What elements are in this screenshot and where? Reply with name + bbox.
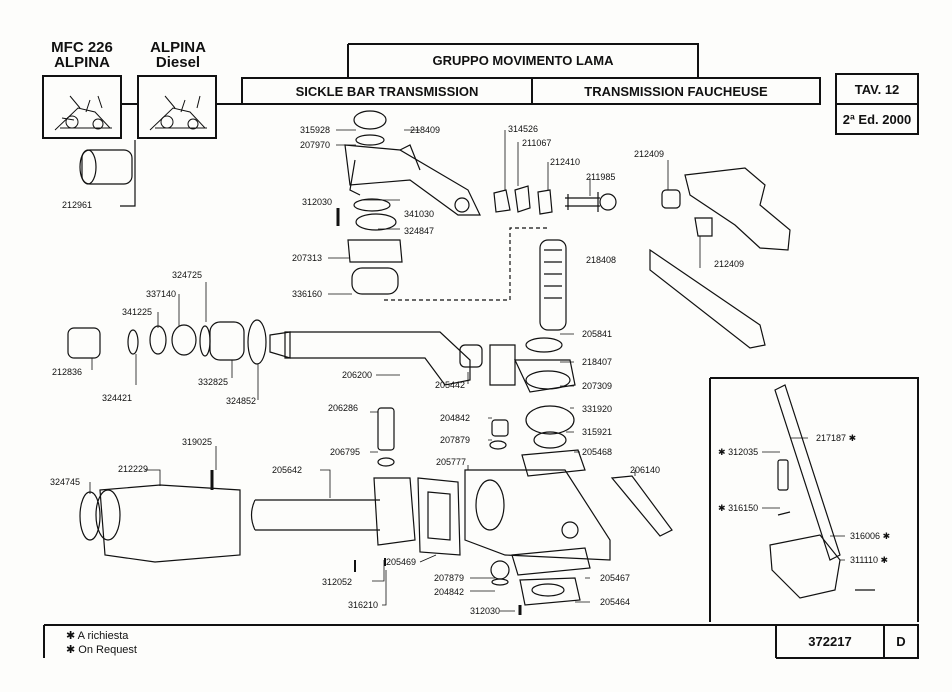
part-label: 324847: [404, 226, 435, 236]
request-mark-icon: ✱: [66, 644, 76, 656]
part-label: 218408: [586, 255, 617, 265]
part-label-request: 217187 ✱: [816, 433, 856, 443]
part-label: 205642: [272, 465, 303, 475]
part-label: 324852: [226, 396, 257, 406]
part-label: 207970: [300, 140, 331, 150]
part-label: 316210: [348, 600, 379, 610]
legend-text-en: On Request: [78, 644, 137, 656]
group-title-en: SICKLE BAR TRANSMISSION: [295, 84, 479, 99]
part-label: 212961: [62, 200, 93, 210]
part-label: 212409: [714, 259, 745, 269]
part-label: 212229: [118, 464, 149, 474]
part-label: 205469: [386, 557, 417, 567]
part-label: 315921: [582, 427, 613, 437]
part-label: 212410: [550, 157, 581, 167]
request-mark-icon: ✱: [882, 531, 891, 541]
group-title-it: GRUPPO MOVIMENTO LAMA: [432, 53, 614, 68]
edition: 2ª Ed. 2000: [842, 112, 912, 127]
part-label-request: ✱ 316150: [718, 503, 758, 513]
part-label: 207309: [582, 381, 613, 391]
group-title-fr: TRANSMISSION FAUCHEUSE: [584, 84, 768, 99]
request-mark-icon: ✱: [718, 503, 726, 513]
part-label: 341030: [404, 209, 435, 219]
part-label: 205841: [582, 329, 613, 339]
part-label: 324745: [50, 477, 81, 487]
part-number: 312035: [728, 447, 759, 457]
part-label: 207879: [434, 573, 465, 583]
part-label: 218409: [410, 125, 441, 135]
part-label: 211985: [586, 172, 616, 182]
request-mark-icon: ✱: [848, 433, 857, 443]
model-1-line1: MFC 226: [51, 39, 113, 56]
part-label: 332825: [198, 377, 229, 387]
part-label-request: 316006 ✱: [850, 531, 890, 541]
model-2-line2: Diesel: [155, 54, 201, 71]
part-label: 312030: [470, 606, 501, 616]
part-label: 204842: [440, 413, 471, 423]
part-label: 337140: [146, 289, 177, 299]
request-mark-icon: ✱: [718, 447, 726, 457]
part-number: 316150: [728, 503, 759, 513]
part-label: 212409: [634, 149, 665, 159]
part-label: 206140: [630, 465, 661, 475]
part-label: 218407: [582, 357, 613, 367]
part-label: 205777: [436, 457, 467, 467]
request-mark-icon: ✱: [880, 555, 889, 565]
part-number: 217187: [816, 433, 847, 443]
part-label-request: ✱ 312035: [718, 447, 758, 457]
model-mfc226: MFC 226 ALPINA: [42, 40, 122, 70]
part-label: 206286: [328, 403, 359, 413]
model-2-line1: ALPINA: [150, 39, 206, 56]
part-label: 312030: [302, 197, 333, 207]
part-label: 206200: [342, 370, 373, 380]
part-label: 315928: [300, 125, 331, 135]
part-label: 319025: [182, 437, 213, 447]
part-label: 206795: [330, 447, 361, 457]
legend-text-it: A richiesta: [77, 630, 129, 642]
part-label: 207879: [440, 435, 471, 445]
part-label: 205468: [582, 447, 613, 457]
part-label: 324421: [102, 393, 133, 403]
part-label: 205442: [435, 380, 466, 390]
model-alpina-diesel: ALPINA Diesel: [138, 40, 218, 70]
part-label: 204842: [434, 587, 465, 597]
table-number: TAV. 12: [854, 82, 900, 97]
legend-line-en: ✱ On Request: [66, 644, 137, 657]
part-label: 341225: [122, 307, 153, 317]
catalog-code: 372217: [808, 634, 852, 649]
part-label: 211067: [522, 138, 552, 148]
part-label: 324725: [172, 270, 203, 280]
part-label: 207313: [292, 253, 323, 263]
model-1-line2: ALPINA: [54, 54, 110, 71]
part-label: 212836: [52, 367, 83, 377]
legend-line-it: ✱ A richiesta: [66, 630, 128, 643]
part-label: 312052: [322, 577, 353, 587]
part-label-request: 311110 ✱: [850, 555, 888, 565]
part-label: 205464: [600, 597, 631, 607]
part-number: 311110: [850, 555, 879, 565]
request-mark-icon: ✱: [66, 630, 76, 642]
part-label: 314526: [508, 124, 539, 134]
revision-letter: D: [896, 634, 906, 649]
part-number: 316006: [850, 531, 881, 541]
part-label: 336160: [292, 289, 323, 299]
part-label: 331920: [582, 404, 613, 414]
part-label: 205467: [600, 573, 631, 583]
